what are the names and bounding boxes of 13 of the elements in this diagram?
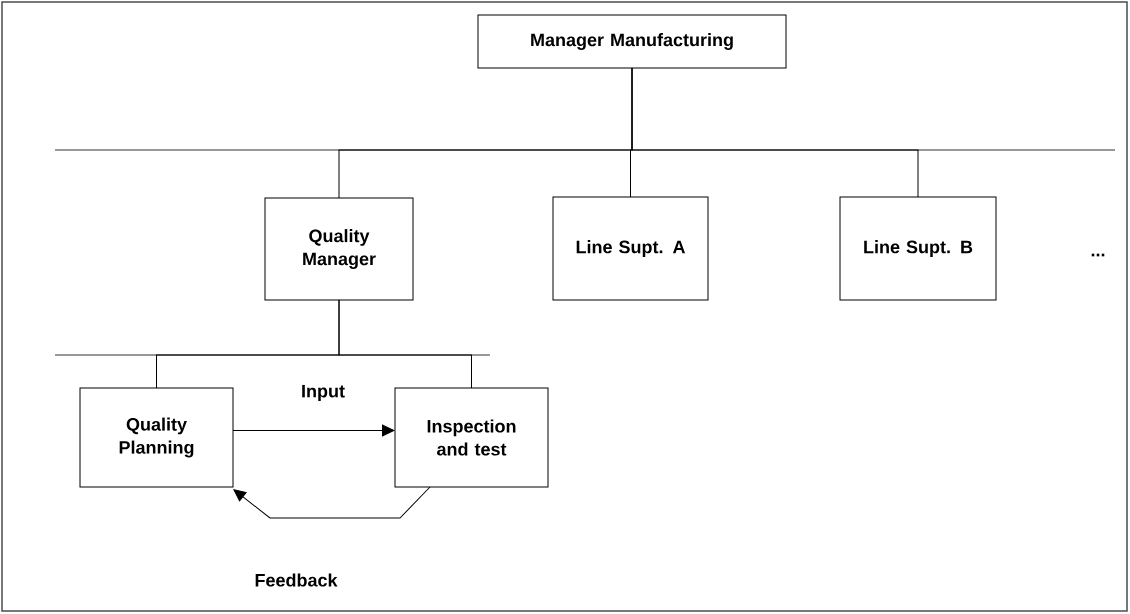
connector-line <box>338 299 472 389</box>
edge-label: Input <box>300 383 346 403</box>
org-box: Quality Planning <box>79 387 234 488</box>
org-box: Line Supt. A <box>552 196 709 301</box>
org-box: Line Supt. B <box>839 196 997 301</box>
org-box: Quality Manager <box>264 197 414 301</box>
connector-line <box>631 67 919 198</box>
org-box: Manager Manufacturing <box>477 14 787 69</box>
arrow <box>232 424 395 437</box>
edge-label: Feedback <box>253 572 339 588</box>
org-box: Inspection and test <box>394 387 549 488</box>
arrow <box>233 486 431 519</box>
continuation-dots: ... <box>1091 253 1105 257</box>
